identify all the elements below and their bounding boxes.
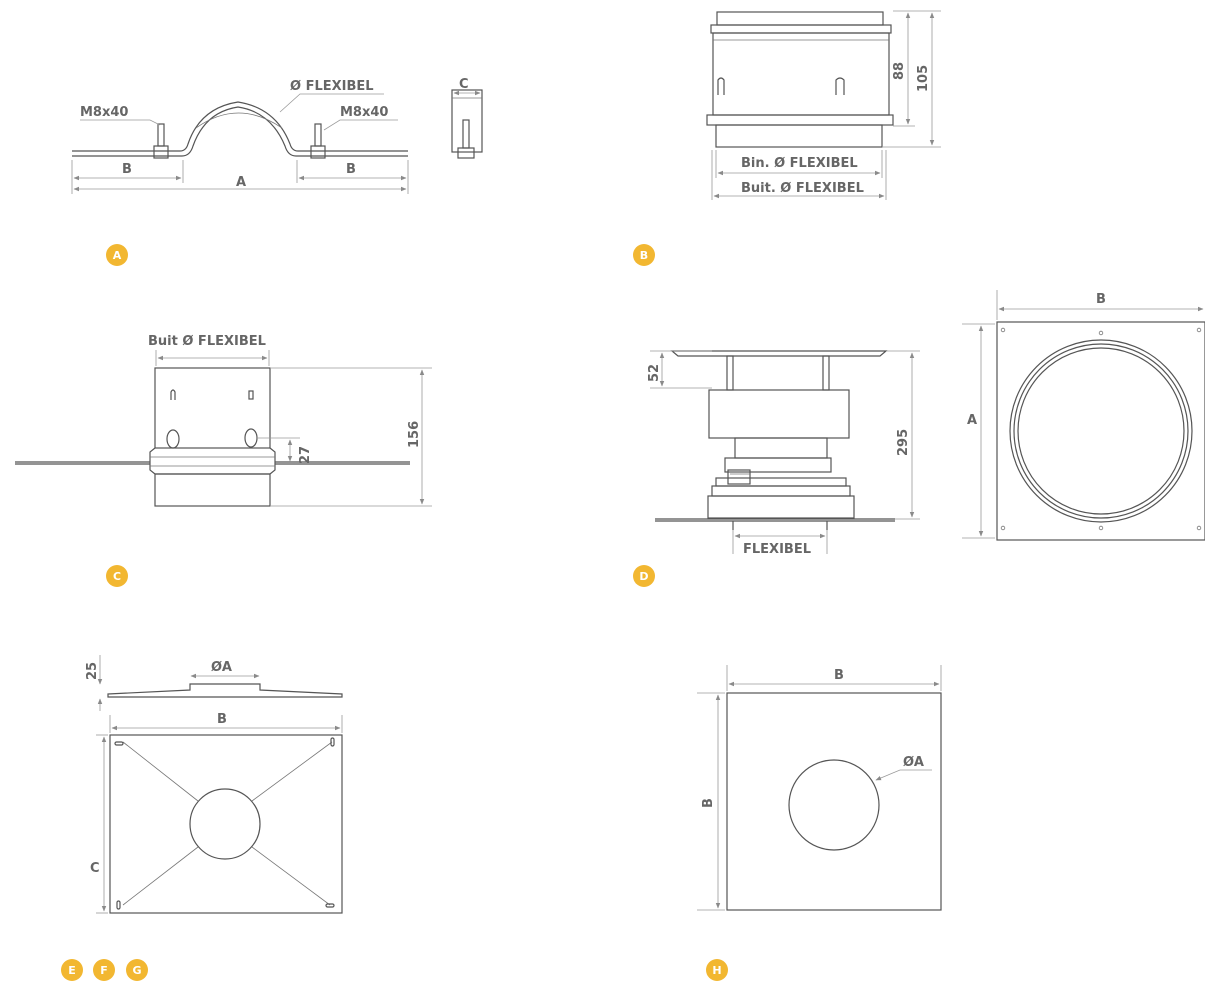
diagram-d-hood: 52 295 FLEXIBEL B A <box>647 290 1205 557</box>
diagram-h-plate: B B ØA <box>697 665 942 911</box>
label-diameter: Ø FLEXIBEL <box>290 79 374 94</box>
label-156: 156 <box>407 421 422 448</box>
svg-text:D: D <box>639 570 648 583</box>
diagram-c-sleeve: Buit Ø FLEXIBEL 156 27 <box>15 334 432 507</box>
badge-b: B <box>633 244 655 266</box>
label-width-b: B <box>217 712 227 727</box>
badge-g: G <box>126 959 148 981</box>
badge-h: H <box>706 959 728 981</box>
label-bolt-left: M8x40 <box>80 105 128 120</box>
label-h-width: B <box>834 668 844 683</box>
svg-text:B: B <box>640 249 648 262</box>
label-height-c: C <box>90 861 100 876</box>
leader-diameter <box>279 93 384 113</box>
label-flexibel: FLEXIBEL <box>743 542 811 557</box>
svg-text:C: C <box>113 570 121 583</box>
label-plate-b: B <box>1096 292 1106 307</box>
label-88: 88 <box>892 62 907 80</box>
badge-f: F <box>93 959 115 981</box>
svg-text:G: G <box>132 964 141 977</box>
label-top: Buit Ø FLEXIBEL <box>148 334 266 349</box>
badge-c: C <box>106 565 128 587</box>
label-inner: Bin. Ø FLEXIBEL <box>741 156 858 171</box>
label-a: A <box>236 175 246 190</box>
label-b-right: B <box>346 162 356 177</box>
label-52: 52 <box>647 364 662 382</box>
label-diameter-a: ØA <box>211 660 232 675</box>
label-h-height: B <box>701 798 716 808</box>
label-25: 25 <box>85 662 100 680</box>
label-c: C <box>459 77 469 92</box>
diagram-a-pipe-clamp: M8x40 M8x40 Ø FLEXIBEL B B A C <box>71 77 483 194</box>
diagram-b-connector: 88 105 Bin. Ø FLEXIBEL Buit. Ø FLEXIBEL <box>706 10 941 200</box>
svg-text:A: A <box>113 249 122 262</box>
label-295: 295 <box>896 429 911 456</box>
badge-e: E <box>61 959 83 981</box>
svg-text:E: E <box>68 964 76 977</box>
badge-a: A <box>106 244 128 266</box>
label-outer: Buit. Ø FLEXIBEL <box>741 181 864 196</box>
plate-outline <box>996 321 1205 541</box>
leader-bolt-right <box>323 119 398 131</box>
leader-h-diameter <box>875 769 932 781</box>
label-plate-a: A <box>967 413 977 428</box>
clamp-side-view <box>451 89 483 153</box>
svg-text:H: H <box>712 964 721 977</box>
plate-square <box>109 734 343 914</box>
leader-bolt-left <box>80 119 161 126</box>
label-bolt-right: M8x40 <box>340 105 388 120</box>
svg-text:F: F <box>100 964 108 977</box>
label-b-left: B <box>122 162 132 177</box>
label-h-diameter: ØA <box>903 755 924 770</box>
plate-square-h <box>726 692 942 911</box>
diagram-efg-plate: ØA 25 B C <box>85 655 343 914</box>
label-105: 105 <box>916 65 931 92</box>
badge-d: D <box>633 565 655 587</box>
label-27: 27 <box>298 446 313 464</box>
